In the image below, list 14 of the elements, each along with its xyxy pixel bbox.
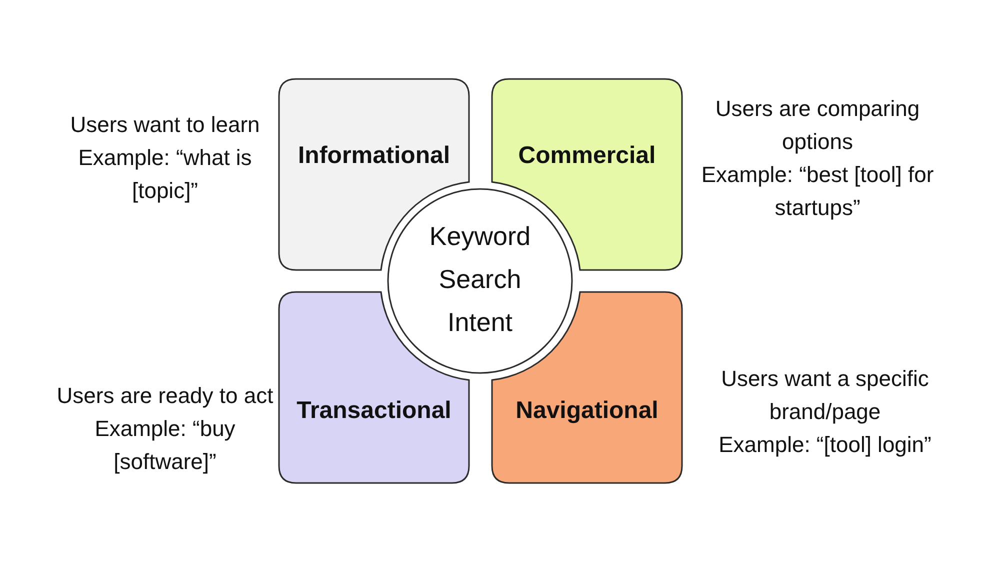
quadrant-title: Informational	[296, 142, 451, 170]
quadrant-title: Commercial	[517, 142, 657, 170]
quadrant-title: Transactional	[296, 397, 452, 425]
description-text: Users are ready to act	[56, 382, 274, 410]
center-label: Keyword Search Intent	[428, 220, 532, 339]
center-circle	[386, 187, 574, 375]
example-text: Example: “buy [software]”	[94, 415, 236, 476]
description-text: Users are comparing options	[714, 95, 921, 156]
description-text: Users want to learn	[69, 111, 261, 139]
example-text: Example: “what is [topic]”	[77, 144, 253, 205]
example-text: Example: “[tool] login”	[718, 431, 932, 459]
example-text: Example: “best [tool] for startups”	[700, 161, 935, 222]
description-text: Users want a specific brand/page	[720, 365, 930, 426]
quadrant-title: Navigational	[514, 397, 660, 425]
